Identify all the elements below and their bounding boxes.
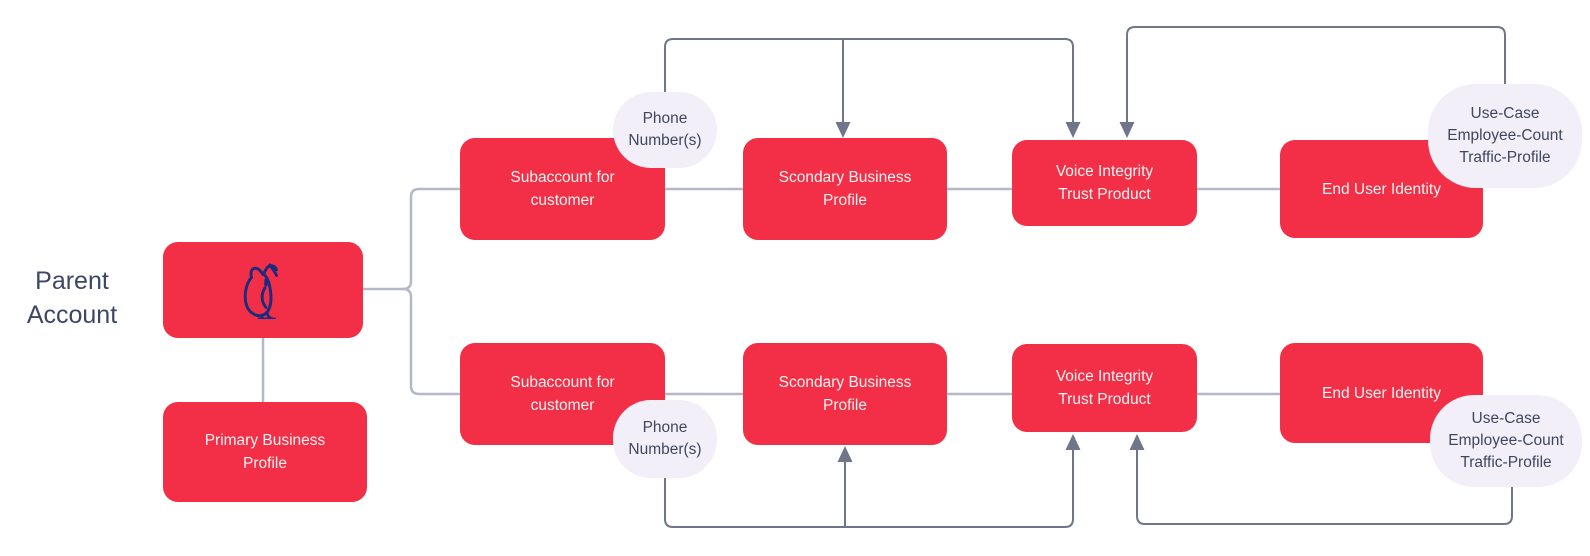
node-label: Scondary Business Profile xyxy=(778,169,912,209)
node-voice-integrity-bottom: Voice Integrity Trust Product xyxy=(1012,344,1197,432)
bubble-label: Phone Number(s) xyxy=(628,419,702,458)
node-label: Scondary Business Profile xyxy=(778,374,912,414)
parent-account-label: Parent Account xyxy=(26,267,118,329)
node-secondary-business-profile-bottom: Scondary Business Profile xyxy=(743,343,947,445)
bubble-phone-numbers-bottom: Phone Number(s) xyxy=(613,400,717,478)
bubble-trust-attributes-bottom: Use-Case Employee-Count Traffic-Profile xyxy=(1430,395,1582,487)
node-voice-integrity-top: Voice Integrity Trust Product xyxy=(1012,140,1197,226)
arrowheads xyxy=(835,122,1145,462)
node-label: Primary Business Profile xyxy=(204,432,326,472)
bubble-trust-attributes-top: Use-Case Employee-Count Traffic-Profile xyxy=(1428,84,1582,188)
arrowhead-down-icon xyxy=(1119,122,1135,138)
bubble-label: Use-Case Employee-Count Traffic-Profile xyxy=(1448,410,1564,471)
owl-icon xyxy=(243,263,278,319)
arrow-connectors xyxy=(664,26,1513,528)
arrowhead-up-icon xyxy=(837,446,853,462)
plain-connectors xyxy=(261,187,1281,403)
node-secondary-business-profile-top: Scondary Business Profile xyxy=(743,138,947,240)
node-label: End User Identity xyxy=(1322,384,1441,402)
node-label: Subaccount for customer xyxy=(510,374,615,414)
arrowhead-down-icon xyxy=(1065,122,1081,138)
bubble-label: Phone Number(s) xyxy=(628,110,702,149)
node-primary-business-profile: Primary Business Profile xyxy=(163,402,367,502)
node-label: Voice Integrity Trust Product xyxy=(1055,163,1154,203)
node-label: Subaccount for customer xyxy=(510,169,615,209)
bubble-phone-numbers-top: Phone Number(s) xyxy=(613,92,717,168)
arrowhead-up-icon xyxy=(1129,434,1145,450)
bubble-label: Use-Case Employee-Count Traffic-Profile xyxy=(1447,105,1563,166)
node-label: End User Identity xyxy=(1322,180,1441,198)
arrowhead-down-icon xyxy=(835,122,851,138)
node-label: Voice Integrity Trust Product xyxy=(1055,368,1154,408)
arrowhead-up-icon xyxy=(1065,434,1081,450)
node-parent-account xyxy=(163,242,363,338)
